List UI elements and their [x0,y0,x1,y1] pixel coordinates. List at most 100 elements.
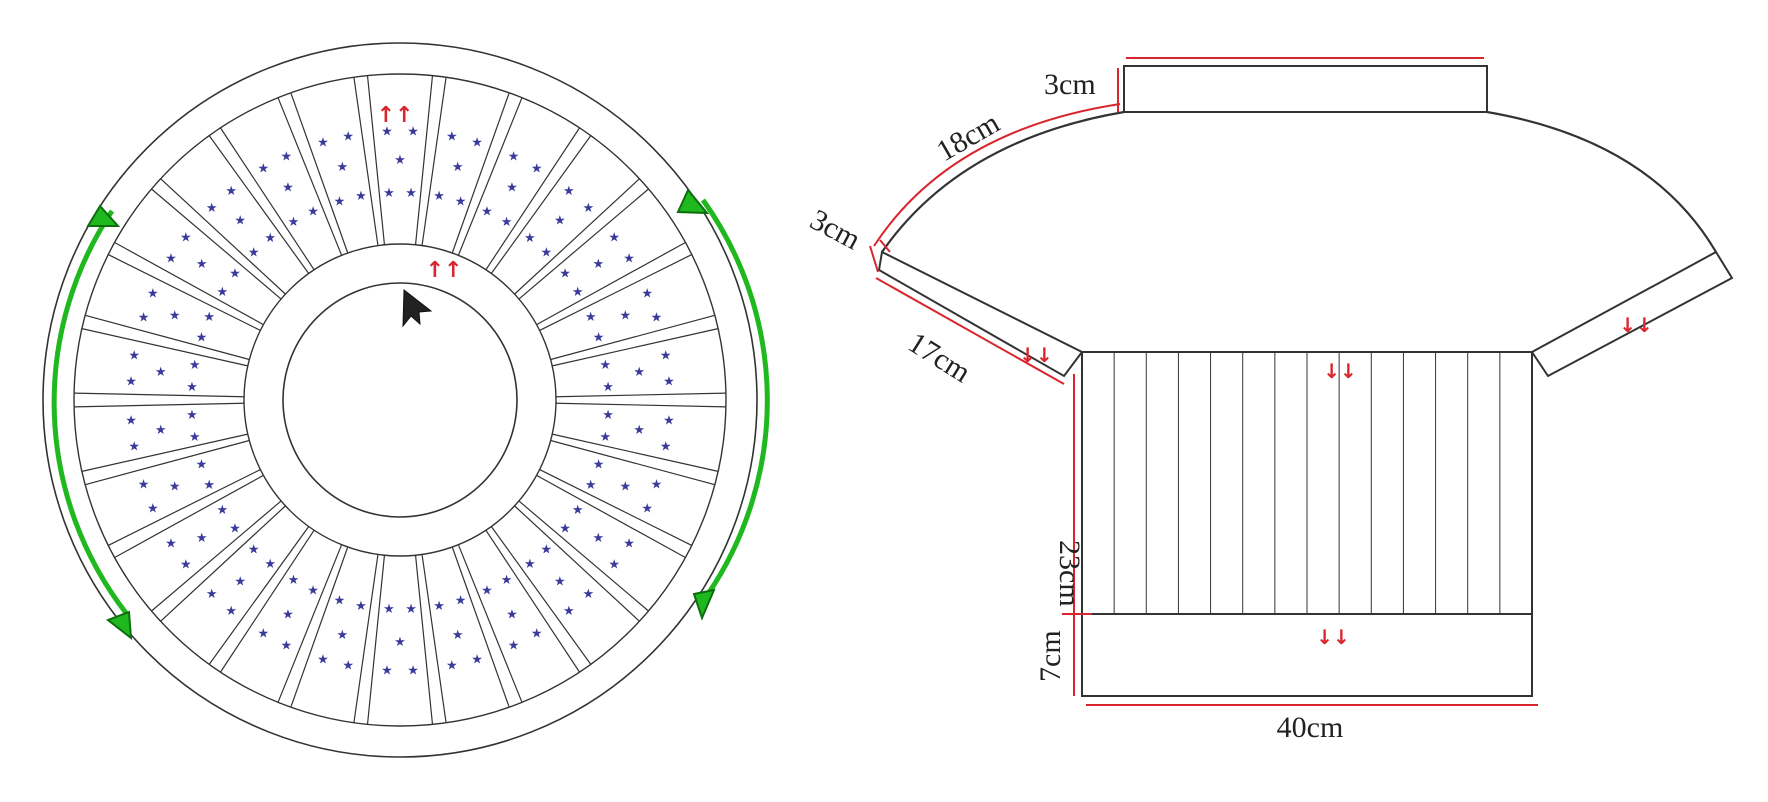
star-icon: ★ [620,309,632,324]
star-icon: ★ [452,160,464,175]
yoke-depth-label: 18cm [931,106,1005,168]
panel-divider [414,75,434,245]
star-icon: ★ [317,136,329,151]
star-icon: ★ [508,638,520,653]
star-icon: ★ [531,162,543,177]
top-arrows-label: ↑↑ [377,103,414,128]
green-marker-icon [692,588,716,621]
panel-divider [550,314,715,361]
panel-divider [74,392,245,398]
star-icon: ★ [206,587,218,602]
star-icon: ★ [147,502,159,517]
star-icon: ★ [563,184,575,199]
star-icon: ★ [582,201,594,216]
star-icon: ★ [524,231,536,246]
panel-divider [539,469,693,546]
star-icon: ★ [196,331,208,346]
star-icon: ★ [541,542,553,557]
star-icon: ★ [554,574,566,589]
yoke-outline [881,110,1717,253]
panel-divider [151,500,282,612]
panel-divider [536,241,686,326]
circular-yoke-diagram: ★ ★ ★ ★ ★ ★ ★ ★ ★ ★ ★ ★ ★ ★ ★ ★ ★ ★ ★ ★ ★ ★ ★ ★ ★ ★ ★ ★ ★ ★ ★ ★ ★ ★ ★ ★ ★ ★ ★ ★… [42,42,770,758]
star-icon: ★ [203,478,215,493]
panel-divider [550,439,715,486]
star-icon: ★ [336,160,348,175]
star-icon: ★ [288,215,300,230]
star-icon: ★ [342,659,354,674]
star-icon: ★ [455,594,467,609]
panel-divider [457,97,523,256]
star-icon: ★ [307,204,319,219]
yoke-panels [74,75,726,725]
star-icon: ★ [203,310,215,325]
cursor-icon [402,288,433,328]
star-icon: ★ [660,439,672,454]
star-icon: ★ [334,594,346,609]
star-icon: ★ [641,286,653,301]
panel-divider [290,546,349,708]
star-icon: ★ [572,503,584,518]
star-icon: ★ [405,602,417,617]
star-icon: ★ [217,285,229,300]
panel-divider [485,127,581,271]
star-icon: ★ [196,257,208,272]
panel-divider [366,555,386,725]
star-icon: ★ [407,663,419,678]
star-icon: ★ [125,414,137,429]
star-icon: ★ [196,531,208,546]
star-icon: ★ [602,408,614,423]
star-icon: ★ [593,257,605,272]
star-icon: ★ [524,557,536,572]
star-icon: ★ [608,558,620,573]
inner-arrows-label: ↑↑ [426,258,463,283]
panel-divider [536,474,686,559]
collar-label: 3cm [1044,68,1096,101]
panel-divider [421,554,447,723]
star-icon: ★ [383,602,395,617]
star-icon: ★ [169,309,181,324]
panel-divider [552,433,719,472]
star-icon: ★ [229,521,241,536]
star-icon: ★ [602,380,614,395]
star-icon: ★ [663,414,675,429]
panel-divider [219,127,315,271]
star-icon: ★ [572,285,584,300]
panel-divider [277,97,343,256]
star-icon: ★ [563,604,575,619]
neck-circle [282,282,518,518]
star-icon: ★ [155,365,167,380]
star-icon: ★ [633,365,645,380]
star-icon: ★ [501,215,513,230]
star-icon: ★ [125,374,137,389]
panel-divider [552,328,719,367]
star-icon: ★ [559,267,571,282]
star-icon: ★ [585,310,597,325]
star-icon: ★ [264,231,276,246]
panel-divider [490,135,592,274]
star-icon: ★ [585,478,597,493]
green-marker-icon [105,610,133,641]
green-marker-icon [86,204,121,227]
star-icon: ★ [593,531,605,546]
star-icon: ★ [248,542,260,557]
star-icon: ★ [663,374,675,389]
panel-divider [114,474,264,559]
star-icon: ★ [189,430,201,445]
panel-divider [353,77,379,246]
panel-divider [81,328,248,367]
sleeve-length-line [875,277,1065,385]
star-icon: ★ [165,252,177,267]
star-icon: ★ [196,457,208,472]
star-icon: ★ [501,573,513,588]
width-label: 40cm [1277,711,1344,744]
panel-divider [290,92,349,254]
star-icon: ★ [282,181,294,196]
panel-divider [485,529,581,673]
star-icon-group: ★ ★ ★ ★ ★ ★ ★ ★ ★ ★ ★ ★ ★ ★ ★ ★ ★ ★ ★ ★ ★ ★ ★ ★ ★ ★ ★ ★ ★ ★ ★ ★ ★ ★ ★ ★ ★ ★ ★ ★… [125,125,674,679]
star-icon: ★ [623,252,635,267]
panel-divider [421,77,447,246]
yoke-band-line [869,245,879,273]
